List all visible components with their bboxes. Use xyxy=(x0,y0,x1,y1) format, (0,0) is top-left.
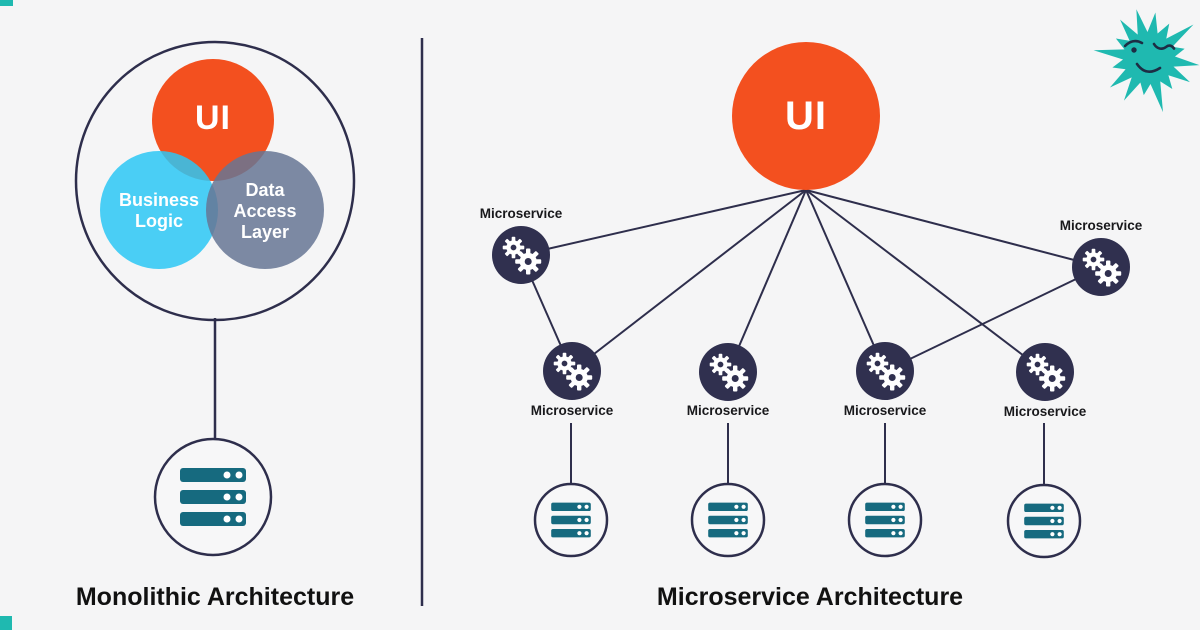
microservice-node-2 xyxy=(699,343,757,401)
mascot-star xyxy=(1093,9,1200,113)
edge-ui-ms-2 xyxy=(727,189,807,373)
mascot-face xyxy=(1123,39,1176,73)
server-stack-icon xyxy=(865,502,905,538)
monolith-boundary-circle xyxy=(74,40,356,322)
microservice-node-1 xyxy=(543,342,601,400)
server-stack-icon xyxy=(180,468,246,526)
monolithic-architecture-title: Monolithic Architecture xyxy=(75,583,355,611)
server-stack-icon xyxy=(708,502,748,538)
microservice-label-1: Microservice xyxy=(530,403,614,418)
ui-circle-right xyxy=(732,42,880,190)
microservice-label-3: Microservice xyxy=(843,403,927,418)
microservice-node-4 xyxy=(1016,343,1074,401)
business-logic-label: Business Logic xyxy=(118,190,200,231)
edge-ui-ms-upper-left xyxy=(520,189,807,256)
ui-label-left: UI xyxy=(195,99,231,137)
database-circle-1 xyxy=(533,482,609,558)
database-circle-4 xyxy=(1006,483,1082,559)
data-access-layer-label: Data Access Layer xyxy=(233,180,297,242)
edge-ui-ms-1 xyxy=(571,189,807,372)
data-access-circle xyxy=(206,151,324,269)
microservice-label-upper-right: Microservice xyxy=(1059,218,1143,233)
ui-label-right: UI xyxy=(785,94,827,138)
teal-corner-square-bottom xyxy=(0,616,12,630)
mascot-wink-eye xyxy=(1152,42,1176,50)
winking-spiky-star-mascot xyxy=(1093,9,1200,113)
database-circle-3 xyxy=(847,482,923,558)
microservice-label-2: Microservice xyxy=(686,403,770,418)
monolith-diagram xyxy=(74,40,356,557)
database-circle-2 xyxy=(690,482,766,558)
ui-circle xyxy=(152,59,274,181)
mascot-eye xyxy=(1131,47,1137,53)
microservice-label-upper-left: Microservice xyxy=(479,206,563,221)
microservice-node-3 xyxy=(856,342,914,400)
server-stack-icon xyxy=(551,502,591,538)
microservice-nodes xyxy=(492,226,1130,401)
server-stack-icon xyxy=(1024,503,1064,539)
teal-corner-square-top xyxy=(0,0,13,6)
mascot-eyebrow xyxy=(1123,39,1144,48)
microservice-label-4: Microservice xyxy=(1003,404,1087,419)
microservice-node-upper-left xyxy=(492,226,550,284)
microservice-node-upper-right xyxy=(1072,238,1130,296)
edge-ui-ms-upper-right xyxy=(805,189,1102,268)
microservices-diagram xyxy=(520,189,1102,485)
edge-ui-ms-3 xyxy=(805,189,886,372)
business-logic-circle xyxy=(100,151,218,269)
mascot-smile xyxy=(1135,62,1162,73)
edge-ui-ms-4 xyxy=(805,189,1046,373)
microservice-architecture-title: Microservice Architecture xyxy=(656,583,964,611)
edge-ms-3-upper-right xyxy=(884,266,1102,372)
database-row xyxy=(533,482,1082,559)
